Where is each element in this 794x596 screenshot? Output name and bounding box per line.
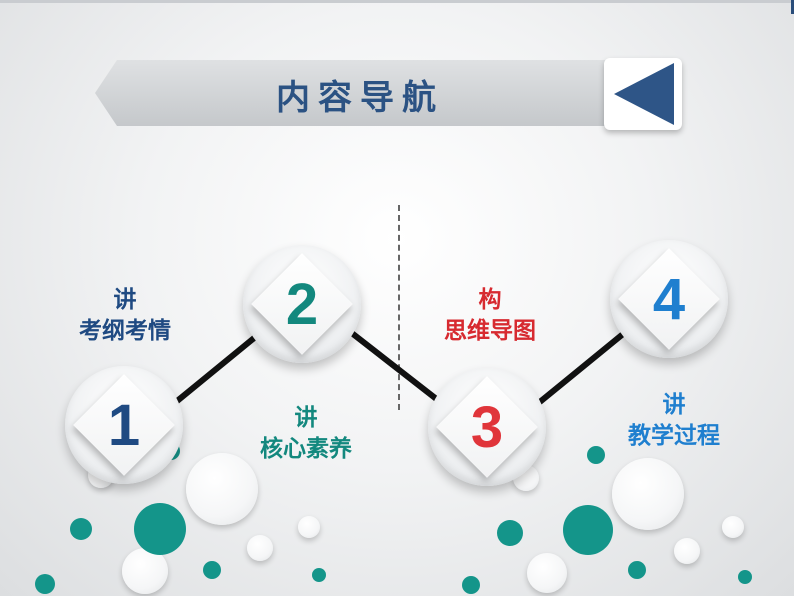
connector-line (158, 309, 652, 418)
decor-bubble (122, 548, 168, 594)
decor-dot (70, 518, 92, 540)
label-3-title: 思维导图 (444, 318, 536, 344)
node-4-number: 4 (652, 266, 686, 332)
corner-accent (791, 0, 794, 14)
decor-dot (497, 520, 523, 546)
decor-bubble (612, 458, 684, 530)
section-divider (398, 205, 400, 410)
node-1[interactable]: 1 (65, 366, 183, 484)
decor-dot (35, 574, 55, 594)
top-border (0, 0, 794, 3)
node-2[interactable]: 2 (243, 245, 361, 363)
label-1-title: 考纲考情 (79, 318, 171, 344)
label-4-title: 教学过程 (628, 423, 720, 449)
label-2[interactable]: 讲 核心素养 (236, 403, 376, 465)
decor-bubble (186, 453, 258, 525)
label-4-prefix: 讲 (662, 392, 686, 418)
header-banner (95, 60, 675, 126)
decor-dot (203, 561, 221, 579)
node-2-number: 2 (285, 271, 319, 337)
page-title: 内容导航 (276, 77, 444, 118)
decor-bubble (674, 538, 700, 564)
label-1-prefix: 讲 (113, 287, 137, 313)
label-3-prefix: 构 (478, 287, 502, 313)
node-3-number: 3 (470, 394, 504, 460)
label-4[interactable]: 讲 教学过程 (604, 390, 744, 452)
decor-dot (628, 561, 646, 579)
decor-bubble (527, 553, 567, 593)
label-1[interactable]: 讲 考纲考情 (55, 285, 195, 347)
decor-dot (587, 446, 605, 464)
label-2-title: 核心素养 (260, 436, 352, 462)
decor-dot (563, 505, 613, 555)
decor-bubble (298, 516, 320, 538)
decor-dot (738, 570, 752, 584)
node-1-number: 1 (107, 392, 141, 458)
decor-dot (462, 576, 480, 594)
node-4[interactable]: 4 (610, 240, 728, 358)
decor-dot (134, 503, 186, 555)
decor-bubble (722, 516, 744, 538)
label-2-prefix: 讲 (294, 405, 318, 431)
label-3[interactable]: 构 思维导图 (420, 285, 560, 347)
decor-dot (312, 568, 326, 582)
node-3[interactable]: 3 (428, 368, 546, 486)
decor-bubble (247, 535, 273, 561)
